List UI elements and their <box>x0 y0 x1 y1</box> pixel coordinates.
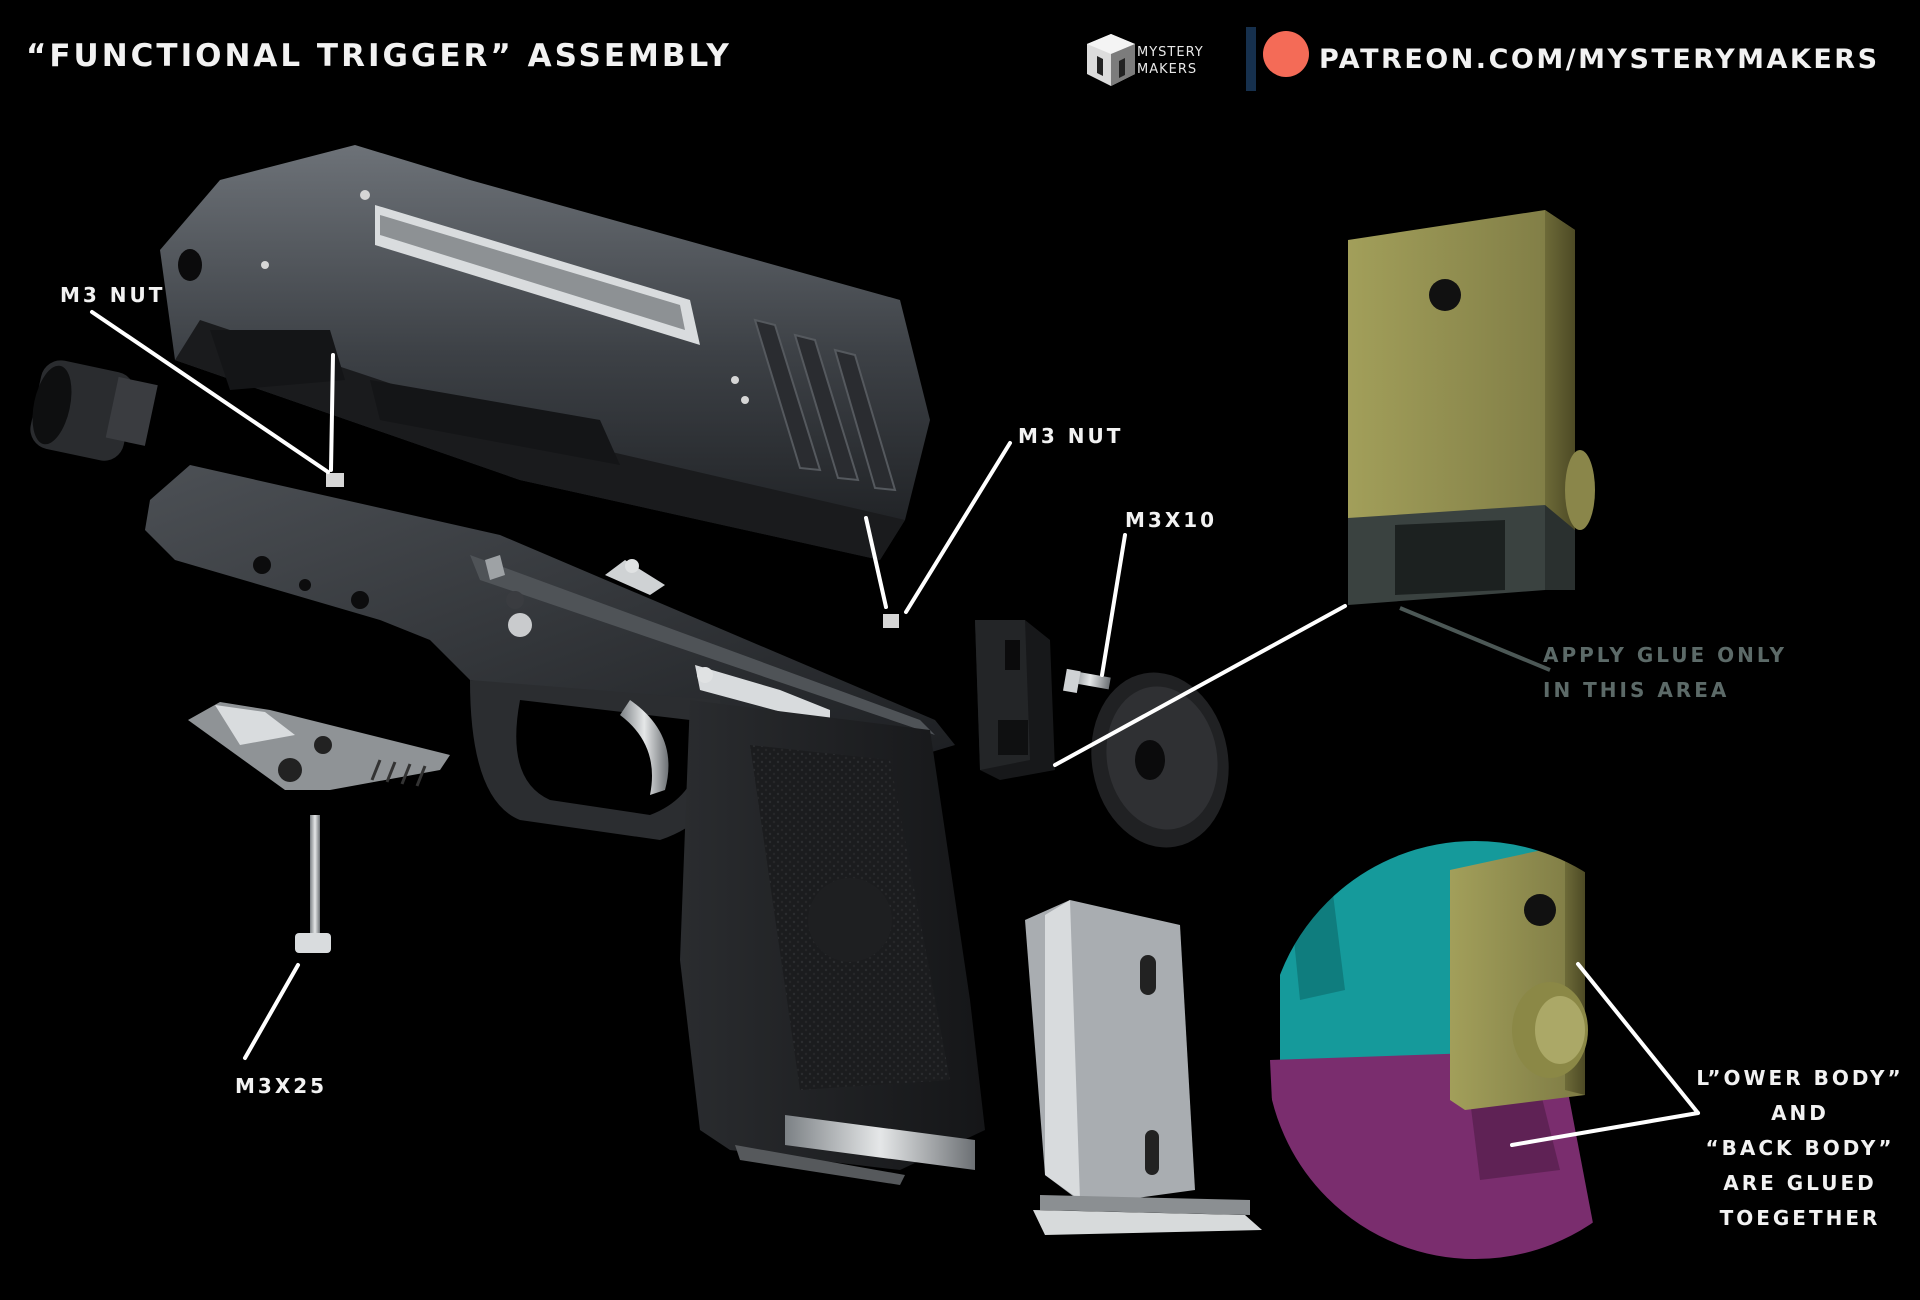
label-m3-nut-left: M3 NUT <box>60 283 166 307</box>
magazine <box>1025 900 1262 1235</box>
brand-line-1: MYSTERY <box>1137 45 1204 60</box>
label-glued-line-5: TOEGETHER <box>1719 1206 1881 1230</box>
label-glue-line-1: APPLY GLUE ONLY <box>1543 643 1788 667</box>
patreon-link[interactable]: PATREON.COM/MYSTERYMAKERS <box>1319 44 1880 75</box>
label-m3x10: M3X10 <box>1125 508 1218 532</box>
back-body-small <box>975 620 1055 780</box>
trigger-bar <box>188 702 450 790</box>
label-m3x25: M3X25 <box>235 1074 328 1098</box>
m3-nut-center <box>883 614 899 628</box>
patreon-icon <box>1263 31 1309 77</box>
page-title: “FUNCTIONAL TRIGGER” ASSEMBLY <box>26 38 732 74</box>
mystery-makers-logo <box>1087 34 1135 86</box>
label-glued-line-3: “BACK BODY” <box>1705 1136 1895 1160</box>
frame-lower-body <box>145 465 985 1185</box>
label-m3-nut-center: M3 NUT <box>1018 424 1124 448</box>
header-divider <box>1246 27 1256 91</box>
m3x10-screw <box>1063 668 1111 694</box>
label-glued-line-4: ARE GLUED <box>1723 1171 1877 1195</box>
callout-lines <box>90 310 1700 1147</box>
glue-detail-inset <box>1265 840 1685 1260</box>
m3-nut-left <box>326 473 344 487</box>
brand-name: MYSTERY MAKERS <box>1137 44 1204 78</box>
brand-line-2: MAKERS <box>1137 62 1198 77</box>
glue-callout-line <box>1399 606 1551 672</box>
muzzle-piece <box>30 360 158 461</box>
thumb-wheel <box>1091 672 1229 848</box>
label-glued-line-2: AND <box>1771 1101 1829 1125</box>
label-glue-line-2: IN THIS AREA <box>1543 678 1730 702</box>
slide-upper-body <box>160 145 930 560</box>
inset-border <box>1264 839 1686 1261</box>
label-glued-line-1: L”OWER BODY” <box>1696 1066 1904 1090</box>
m3x25-screw <box>295 815 331 953</box>
back-body-large <box>1348 210 1595 605</box>
